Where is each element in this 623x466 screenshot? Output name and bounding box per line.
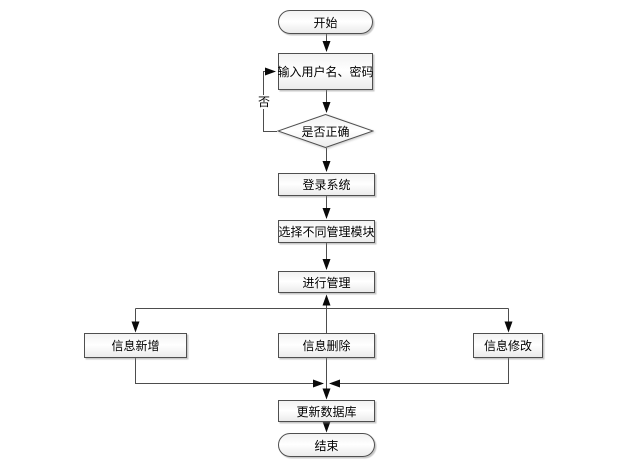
node-start: 开始 <box>278 10 373 34</box>
node-manage-label: 进行管理 <box>302 275 351 290</box>
edge-label-no: 否 <box>256 95 273 109</box>
edge-modify-to-merge <box>329 358 509 388</box>
node-update-database-label: 更新数据库 <box>296 404 357 419</box>
node-manage: 进行管理 <box>278 271 375 293</box>
edge-add-to-merge <box>135 358 324 388</box>
node-start-label: 开始 <box>313 15 338 30</box>
node-input-credentials-label: 输入用户名、密码 <box>277 65 374 79</box>
node-info-add-label: 信息新增 <box>111 339 160 353</box>
node-end: 结束 <box>278 433 375 457</box>
node-input-credentials: 输入用户名、密码 <box>277 53 374 90</box>
node-select-module: 选择不同管理模块 <box>278 220 375 243</box>
node-end-label: 结束 <box>314 438 339 453</box>
node-update-database: 更新数据库 <box>278 400 375 422</box>
node-info-delete-label: 信息删除 <box>302 339 351 353</box>
node-info-modify-label: 信息修改 <box>483 339 532 353</box>
node-select-module-label: 选择不同管理模块 <box>278 225 375 239</box>
node-info-modify: 信息修改 <box>473 333 543 358</box>
node-check-correct-label: 是否正确 <box>301 124 350 139</box>
node-check-correct: 是否正确 <box>277 114 374 148</box>
node-login-system: 登录系统 <box>278 173 375 196</box>
node-info-delete: 信息删除 <box>278 333 375 358</box>
node-login-system-label: 登录系统 <box>302 178 351 192</box>
node-info-add: 信息新增 <box>84 333 187 358</box>
decision-diamond-shape <box>277 114 374 148</box>
